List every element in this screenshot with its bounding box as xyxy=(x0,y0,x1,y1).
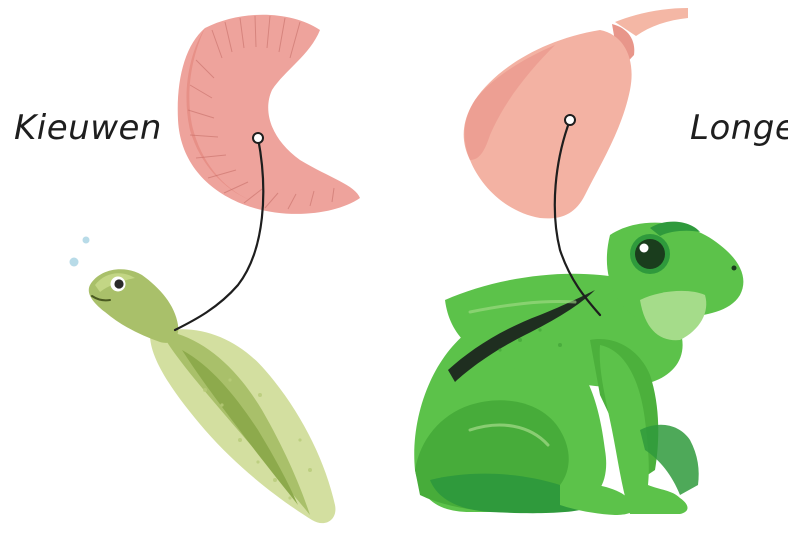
frog-illustration xyxy=(414,222,743,515)
lungs-illustration xyxy=(464,8,688,218)
tadpole-illustration xyxy=(70,237,336,524)
bubble-icon xyxy=(70,258,79,267)
gills-illustration xyxy=(178,15,360,214)
label-lungs: Longen xyxy=(690,108,788,148)
bubble-icon xyxy=(83,237,90,244)
label-gills: Kieuwen xyxy=(14,108,162,148)
